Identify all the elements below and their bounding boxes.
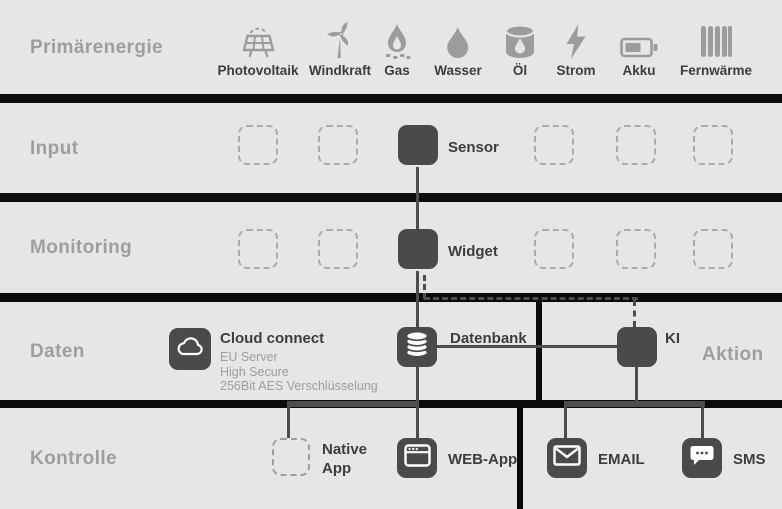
cloud-detail-line: 256Bit AES Verschlüsselung [220, 379, 378, 393]
widget-node [398, 229, 438, 269]
connector-junction-right [564, 401, 705, 407]
primary-source-oel: Öl [502, 22, 538, 78]
ki-node [617, 327, 657, 367]
divider-input-monitoring [0, 193, 782, 202]
cloud-detail-line: High Secure [220, 364, 289, 379]
divider-primary-input [0, 94, 782, 103]
lightning-icon [556, 22, 595, 60]
divider-daten-aktion [536, 302, 542, 400]
battery-icon [620, 22, 658, 60]
cloud-connect-block: Cloud connect EU Server High Secure 256B… [220, 329, 378, 394]
connector-sensor-widget [416, 167, 419, 229]
web-app-label: WEB-App [448, 451, 518, 468]
placeholder-slot [318, 125, 358, 165]
placeholder-slot [534, 229, 574, 269]
divider-monitoring-daten [0, 293, 782, 302]
placeholder-slot [693, 125, 733, 165]
connector-junction-left [287, 401, 419, 407]
connector-widget-ki-dashed-v2 [633, 300, 636, 327]
connector-native-app-down [287, 407, 290, 438]
web-app-node [397, 438, 437, 478]
browser-window-icon [403, 444, 431, 472]
email-label: EMAIL [598, 451, 645, 468]
connector-widget-datenbank [416, 271, 419, 327]
placeholder-slot [238, 125, 278, 165]
sensor-node [398, 125, 438, 165]
wind-turbine-icon [309, 22, 371, 60]
row-label-daten: Daten [30, 341, 85, 362]
water-drop-icon [434, 22, 482, 60]
row-label-primaerenergie: Primärenergie [30, 37, 163, 58]
connector-widget-ki-dashed-h [424, 297, 638, 300]
solar-panel-icon [217, 22, 298, 60]
primary-source-gas: Gas [382, 22, 412, 78]
ki-label: KI [665, 330, 680, 347]
primary-source-akku: Akku [620, 22, 658, 78]
primary-source-photovoltaik: Photovoltaik [217, 22, 299, 78]
placeholder-slot [616, 229, 656, 269]
placeholder-slot [616, 125, 656, 165]
cloud-connect-details: EU Server High Secure 256Bit AES Verschl… [220, 350, 378, 394]
primary-source-wasser: Wasser [434, 22, 482, 78]
sms-node [682, 438, 722, 478]
connector-datenbank-ki [437, 345, 617, 348]
datenbank-label: Datenbank [450, 330, 527, 347]
oil-barrel-icon [502, 22, 538, 60]
placeholder-slot [238, 229, 278, 269]
cloud-connect-title: Cloud connect [220, 330, 325, 347]
divider-kontrolle [517, 408, 523, 509]
row-label-monitoring: Monitoring [30, 237, 133, 258]
primary-source-strom: Strom [556, 22, 596, 78]
primary-source-windkraft: Windkraft [309, 22, 371, 78]
aktion-label: Aktion [702, 344, 764, 365]
row-label-input: Input [30, 138, 79, 159]
radiator-icon [680, 22, 752, 60]
cloud-connect-node [169, 328, 211, 370]
connector-sms-down [701, 407, 704, 438]
email-node [547, 438, 587, 478]
connector-email-down [564, 407, 567, 438]
cloud-detail-line: EU Server [220, 350, 278, 364]
placeholder-slot [318, 229, 358, 269]
row-label-kontrolle: Kontrolle [30, 448, 117, 469]
connector-datenbank-down [416, 367, 419, 403]
database-icon [405, 330, 429, 363]
native-app-slot [272, 438, 310, 476]
gas-flame-icon [382, 22, 412, 60]
sensor-label: Sensor [448, 139, 499, 156]
connector-web-app-down [416, 407, 419, 438]
cloud-icon [176, 336, 204, 362]
primary-source-fernwaerme: Fernwärme [680, 22, 752, 78]
sms-label: SMS [733, 451, 766, 468]
connector-ki-down [635, 367, 638, 403]
datenbank-node [397, 327, 437, 367]
placeholder-slot [693, 229, 733, 269]
connector-widget-ki-dashed-v1 [423, 275, 426, 299]
widget-label: Widget [448, 243, 498, 260]
envelope-icon [553, 445, 581, 471]
native-app-label: Native App [322, 441, 368, 477]
placeholder-slot [534, 125, 574, 165]
chat-bubble-icon [690, 445, 714, 471]
